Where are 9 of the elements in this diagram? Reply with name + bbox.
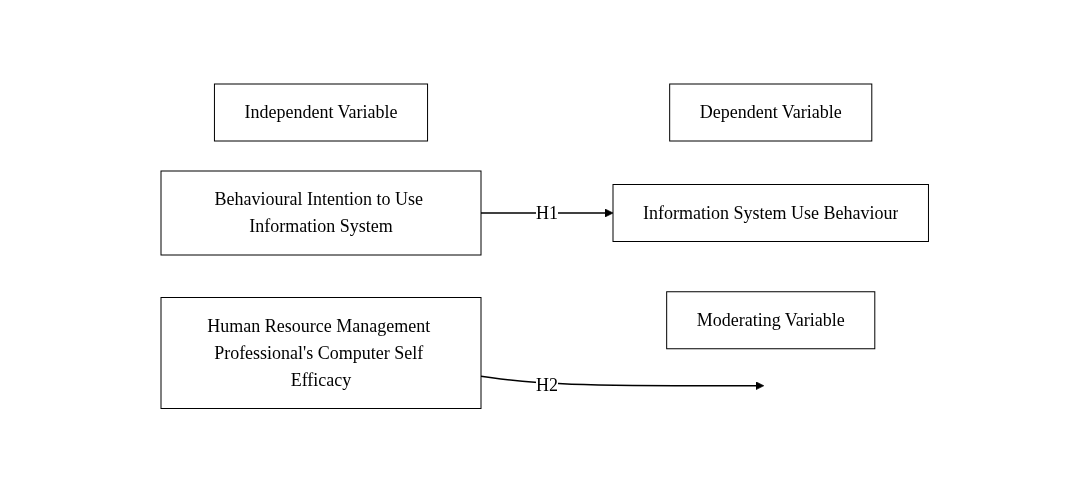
node-box: Behavioural Intention to Use Information System xyxy=(160,170,482,256)
node-box: Dependent Variable xyxy=(668,83,873,142)
node-box: Human Resource Management Professional's Computer Self Efficacy xyxy=(160,296,482,409)
node-box: Information System Use Behaviour xyxy=(612,183,929,242)
edge-label: H1 xyxy=(535,202,558,223)
edge-label: H2 xyxy=(535,375,558,395)
arrow xyxy=(480,375,764,390)
node-box: Independent Variable xyxy=(213,83,428,142)
node-box: Moderating Variable xyxy=(665,291,876,349)
